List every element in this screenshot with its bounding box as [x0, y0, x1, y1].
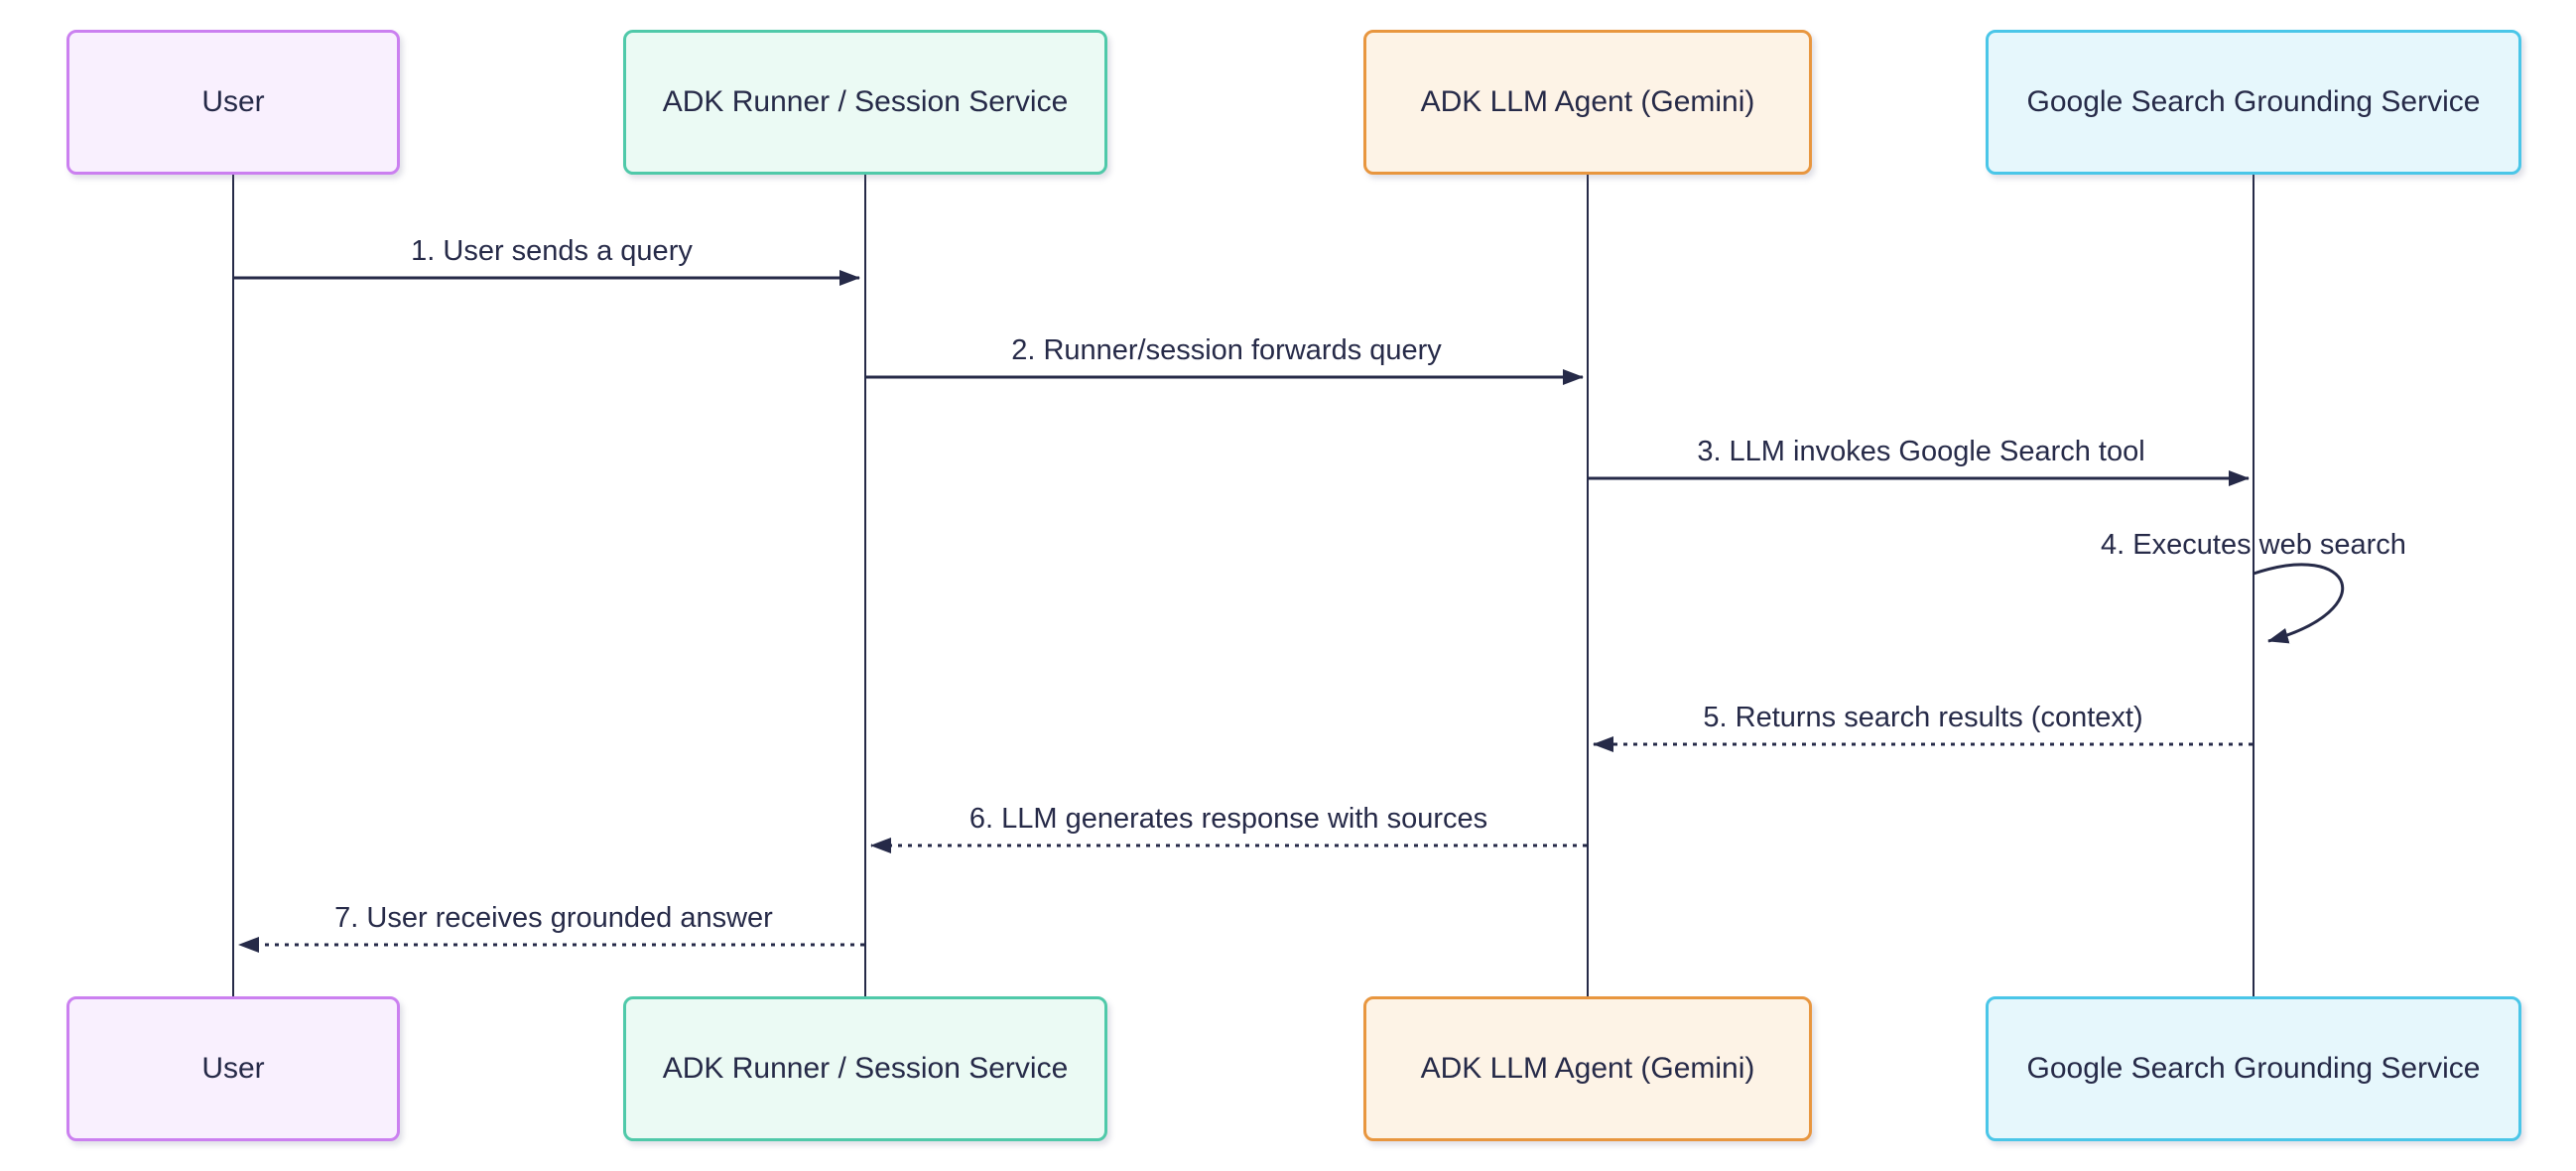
message-4-label: 4. Executes web search — [2101, 529, 2406, 561]
actor-runner-bottom: ADK Runner / Session Service — [623, 996, 1107, 1141]
message-3-label: 3. LLM invokes Google Search tool — [1697, 436, 2145, 467]
actor-user-bottom-label: User — [201, 1052, 265, 1085]
actor-llm-top-label: ADK LLM Agent (Gemini) — [1420, 85, 1755, 118]
actor-user-top-label: User — [201, 85, 265, 118]
message-2-label: 2. Runner/session forwards query — [1011, 334, 1442, 366]
actor-user-bottom: User — [66, 996, 400, 1141]
actor-user-top: User — [66, 30, 400, 175]
lifeline-google — [2253, 174, 2254, 997]
actor-google-top: Google Search Grounding Service — [1986, 30, 2521, 175]
actor-runner-top: ADK Runner / Session Service — [623, 30, 1107, 175]
actor-llm-bottom: ADK LLM Agent (Gemini) — [1363, 996, 1812, 1141]
lifeline-user — [232, 174, 234, 997]
actor-google-bottom: Google Search Grounding Service — [1986, 996, 2521, 1141]
actor-runner-bottom-label: ADK Runner / Session Service — [662, 1052, 1069, 1085]
actor-google-top-label: Google Search Grounding Service — [2026, 85, 2481, 118]
message-1-label: 1. User sends a query — [411, 235, 693, 267]
message-7-label: 7. User receives grounded answer — [334, 902, 773, 934]
actor-llm-top: ADK LLM Agent (Gemini) — [1363, 30, 1812, 175]
actor-llm-bottom-label: ADK LLM Agent (Gemini) — [1420, 1052, 1755, 1085]
lifeline-runner — [864, 174, 866, 997]
message-4-self-loop-arrow — [2253, 563, 2345, 644]
message-5-label: 5. Returns search results (context) — [1703, 702, 2143, 733]
message-6-label: 6. LLM generates response with sources — [968, 803, 1488, 835]
actor-google-bottom-label: Google Search Grounding Service — [2026, 1052, 2481, 1085]
lifeline-llm — [1587, 174, 1589, 997]
actor-runner-top-label: ADK Runner / Session Service — [662, 85, 1069, 118]
